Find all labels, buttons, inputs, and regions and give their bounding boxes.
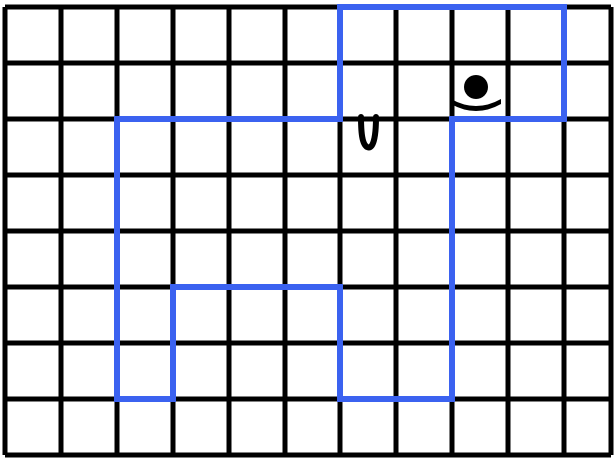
board-cell-r2-c8[interactable]: [452, 119, 508, 175]
board-cell-r1-c2[interactable]: [117, 63, 173, 119]
board-cell-r3-c2[interactable]: [117, 175, 173, 231]
board-cell-r5-c2[interactable]: [117, 287, 173, 343]
board-cell-r3-c8[interactable]: [452, 175, 508, 231]
board-cell-r0-c9[interactable]: [508, 7, 564, 63]
board-cell-r2-c0[interactable]: [5, 119, 61, 175]
board-cell-r5-c4[interactable]: [229, 287, 285, 343]
board-cell-r6-c2[interactable]: [117, 343, 173, 399]
board-cell-r1-c10[interactable]: [564, 63, 611, 119]
board-cell-r0-c2[interactable]: [117, 7, 173, 63]
board-cell-r3-c9[interactable]: [508, 175, 564, 231]
board-cell-r7-c4[interactable]: [229, 399, 285, 455]
board-cell-r0-c10[interactable]: [564, 7, 611, 63]
board-cell-r1-c3[interactable]: [173, 63, 229, 119]
board-cell-r0-c4[interactable]: [229, 7, 285, 63]
board-cell-r7-c7[interactable]: [396, 399, 452, 455]
board-cell-r4-c4[interactable]: [229, 231, 285, 287]
board-cell-r3-c6[interactable]: [340, 175, 396, 231]
board-cell-r3-c1[interactable]: [61, 175, 117, 231]
board-cell-r7-c6[interactable]: [340, 399, 396, 455]
board-cell-r4-c5[interactable]: [285, 231, 340, 287]
board-cell-r1-c4[interactable]: [229, 63, 285, 119]
board-cell-r0-c6[interactable]: [340, 7, 396, 63]
board-cell-r4-c2[interactable]: [117, 231, 173, 287]
board-cell-r3-c10[interactable]: [564, 175, 611, 231]
board-cell-r3-c7[interactable]: [396, 175, 452, 231]
board-cell-r7-c1[interactable]: [61, 399, 117, 455]
board-cell-r6-c10[interactable]: [564, 343, 611, 399]
board-cell-r4-c0[interactable]: [5, 231, 61, 287]
board-cell-r4-c6[interactable]: [340, 231, 396, 287]
board-cell-r4-c8[interactable]: [452, 231, 508, 287]
board-cell-r7-c2[interactable]: [117, 399, 173, 455]
board-cell-r1-c7[interactable]: [396, 63, 452, 119]
board-cell-r1-c1[interactable]: [61, 63, 117, 119]
board-cell-r6-c6[interactable]: [340, 343, 396, 399]
board-cell-r5-c1[interactable]: [61, 287, 117, 343]
board-cell-r0-c1[interactable]: [61, 7, 117, 63]
board-cell-r6-c8[interactable]: [452, 343, 508, 399]
board-cell-r6-c7[interactable]: [396, 343, 452, 399]
board-cell-r1-c0[interactable]: [5, 63, 61, 119]
board-cell-r2-c7[interactable]: [396, 119, 452, 175]
board-cell-r4-c3[interactable]: [173, 231, 229, 287]
board-cell-r6-c4[interactable]: [229, 343, 285, 399]
board-cell-r4-c1[interactable]: [61, 231, 117, 287]
board-cell-r2-c1[interactable]: [61, 119, 117, 175]
board-cell-r4-c9[interactable]: [508, 231, 564, 287]
board-cell-r6-c1[interactable]: [61, 343, 117, 399]
board-cell-r1-c6[interactable]: [340, 63, 396, 119]
board-cell-r6-c3[interactable]: [173, 343, 229, 399]
board-cell-r7-c0[interactable]: [5, 399, 61, 455]
board-cell-r2-c4[interactable]: [229, 119, 285, 175]
board-cell-r5-c9[interactable]: [508, 287, 564, 343]
pawn-head: [464, 75, 488, 99]
board-cell-r2-c5[interactable]: [285, 119, 340, 175]
board-cell-r6-c5[interactable]: [285, 343, 340, 399]
board-cell-r3-c3[interactable]: [173, 175, 229, 231]
board-cell-r3-c4[interactable]: [229, 175, 285, 231]
board-cell-r5-c0[interactable]: [5, 287, 61, 343]
board-cell-r5-c3[interactable]: [173, 287, 229, 343]
board-cell-r5-c10[interactable]: [564, 287, 611, 343]
board-cell-r4-c7[interactable]: [396, 231, 452, 287]
board-cell-r6-c0[interactable]: [5, 343, 61, 399]
board-cell-r7-c8[interactable]: [452, 399, 508, 455]
board-cell-r2-c9[interactable]: [508, 119, 564, 175]
board-cell-r6-c9[interactable]: [508, 343, 564, 399]
board-cell-r5-c6[interactable]: [340, 287, 396, 343]
board-cell-r4-c10[interactable]: [564, 231, 611, 287]
board-cell-r1-c9[interactable]: [508, 63, 564, 119]
board-cell-r5-c8[interactable]: [452, 287, 508, 343]
board-cell-r0-c3[interactable]: [173, 7, 229, 63]
board-cell-r2-c3[interactable]: [173, 119, 229, 175]
board-cell-r0-c7[interactable]: [396, 7, 452, 63]
board-cell-r0-c8[interactable]: [452, 7, 508, 63]
board-cell-r7-c5[interactable]: [285, 399, 340, 455]
board-cell-r7-c10[interactable]: [564, 399, 611, 455]
board-cell-r5-c7[interactable]: [396, 287, 452, 343]
board-cell-r2-c10[interactable]: [564, 119, 611, 175]
board-cell-r3-c5[interactable]: [285, 175, 340, 231]
board-cell-r0-c5[interactable]: [285, 7, 340, 63]
board-cell-r7-c3[interactable]: [173, 399, 229, 455]
board-cell-r3-c0[interactable]: [5, 175, 61, 231]
board-cell-r7-c9[interactable]: [508, 399, 564, 455]
board-cell-r5-c5[interactable]: [285, 287, 340, 343]
board-cell-r1-c5[interactable]: [285, 63, 340, 119]
board-cell-r2-c2[interactable]: [117, 119, 173, 175]
board-cell-r0-c0[interactable]: [5, 7, 61, 63]
